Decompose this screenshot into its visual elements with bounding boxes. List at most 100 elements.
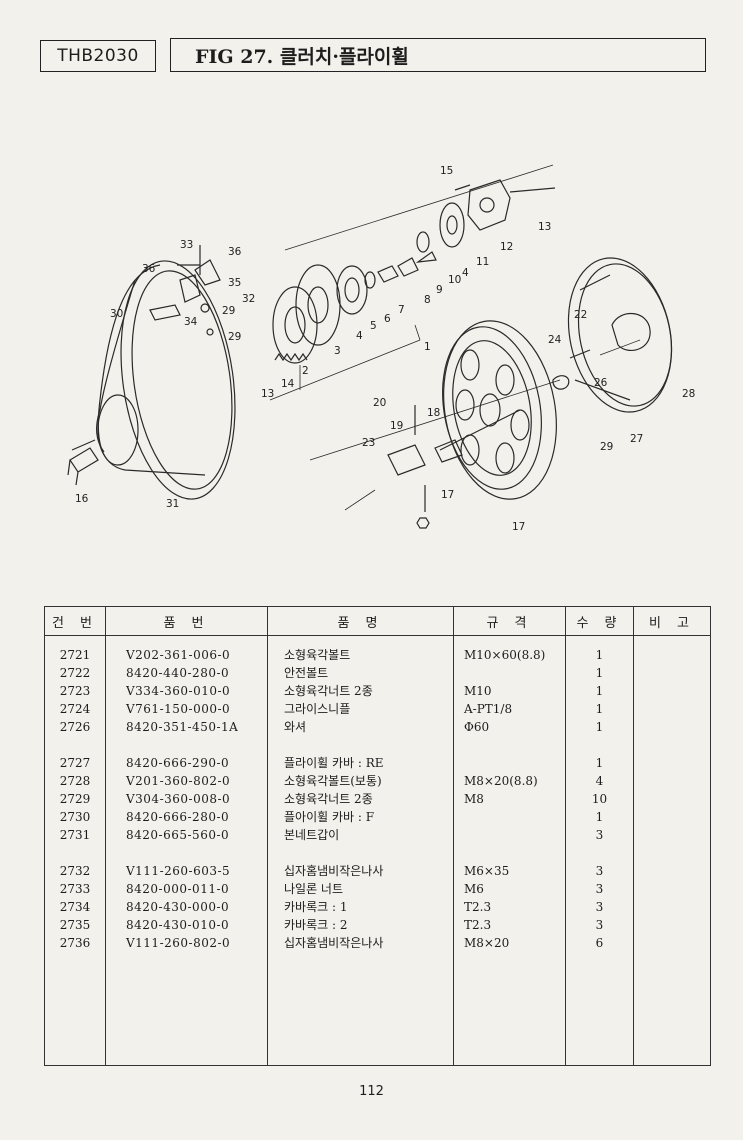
header-part-name: 품 명 [267, 606, 454, 636]
cell-part-no: V111-260-802-0 [126, 936, 231, 950]
cell-qty: 1 [595, 810, 604, 824]
callout-31: 30 [110, 308, 123, 320]
cell-qty: 3 [595, 918, 604, 932]
cell-spec: M10×60(8.8) [464, 648, 546, 662]
lever-bracket-drawing [149, 245, 221, 336]
callout-7: 7 [398, 304, 405, 316]
model-code: THB2030 [57, 46, 139, 66]
header-item-no: 건 번 [44, 606, 106, 636]
callout-13-bottom: 13 [261, 388, 274, 400]
cell-part-name: 십자홈냄비작은나사 [284, 936, 384, 950]
cell-spec: Φ60 [464, 720, 490, 734]
cell-qty: 1 [595, 684, 604, 698]
cell-spec: M10 [464, 684, 492, 698]
cell-item-no: 2735 [59, 918, 91, 932]
cell-item-no: 2726 [59, 720, 91, 734]
group-spacer [284, 844, 453, 862]
callout-34: 34 [184, 316, 198, 328]
cell-part-no: V202-361-006-0 [126, 648, 231, 662]
cell-part-no: V111-260-603-5 [126, 864, 231, 878]
cell-item-no: 2733 [59, 882, 91, 896]
group-spacer [464, 844, 565, 862]
callout-18: 17 [441, 489, 454, 501]
cell-item-no: 2734 [59, 900, 91, 914]
cell-spec: M6×35 [464, 864, 510, 878]
group-spacer [45, 736, 105, 754]
header-part-no: 품 번 [105, 606, 268, 636]
flywheel-cover-drawing [567, 257, 673, 413]
cell-item-no: 2727 [59, 756, 91, 770]
model-code-box: THB2030 [40, 40, 156, 72]
callout-24: 24 [548, 334, 562, 346]
cell-part-name: 나일론 너트 [284, 882, 344, 896]
cell-part-name: 카바록크 : 2 [284, 918, 348, 932]
cell-part-no: V761-150-000-0 [126, 702, 231, 716]
cell-qty: 3 [595, 900, 604, 914]
clutch-disc-drawing [272, 179, 556, 364]
callout-2: 2 [302, 365, 309, 377]
cell-part-no: 8420-430-010-0 [126, 918, 230, 932]
cell-qty: 6 [595, 936, 604, 950]
cell-part-name: 소형육각볼트(보통) [284, 774, 382, 788]
cell-part-name: 십자홈냄비작은나사 [284, 864, 384, 878]
header-spec: 규 격 [453, 606, 566, 636]
header-qty: 수 량 [565, 606, 634, 636]
callout-12: 12 [500, 241, 513, 253]
group-spacer [126, 736, 267, 754]
cell-item-no: 2721 [59, 648, 91, 662]
cell-part-name: 소형육각너트 2종 [284, 792, 373, 806]
exploded-parts-diagram: 15 13 12 11 4 10 9 8 7 6 5 4 3 1 2 14 13… [67, 164, 695, 533]
cell-item-no: 2731 [59, 828, 91, 842]
cell-spec [464, 808, 565, 826]
cell-part-no: 8420-440-280-0 [126, 666, 230, 680]
joint-drawing [387, 349, 591, 529]
cell-spec [464, 664, 565, 682]
group-spacer [45, 844, 105, 862]
cell-part-name: 안전볼트 [284, 666, 329, 680]
table-header-row: 건 번 품 번 품 명 규 격 수 량 비 고 [44, 606, 711, 636]
cell-part-name: 와셔 [284, 720, 307, 734]
callout-20: 19 [390, 420, 403, 432]
cell-part-name: 소형육각볼트 [284, 648, 351, 662]
cell-part-name: 카바록크 : 1 [284, 900, 348, 914]
callout-28: 28 [682, 388, 695, 400]
cell-item-no: 2730 [59, 810, 91, 824]
cell-part-no: V334-360-010-0 [126, 684, 231, 698]
cell-qty: 4 [595, 774, 604, 788]
callout-23: 23 [362, 437, 375, 449]
callout-21: 20 [373, 397, 386, 409]
cell-spec: A-PT1/8 [464, 702, 513, 716]
figure-title: FIG 27. 클러치·플라이휠 [195, 45, 409, 68]
cell-item-no: 2728 [59, 774, 91, 788]
cell-spec: T2.3 [464, 900, 492, 914]
cell-part-name: 플아이휠 카바 : F [284, 810, 375, 824]
callout-15: 15 [440, 165, 453, 177]
callout-29b: 29 [228, 331, 241, 343]
callout-27: 27 [630, 433, 643, 445]
callout-36a: 36 [228, 246, 242, 258]
callout-29c: 29 [600, 441, 613, 453]
callout-4a: 4 [462, 267, 469, 279]
callout-32: 32 [242, 293, 255, 305]
group-spacer [566, 736, 633, 754]
cell-part-no: 8420-665-560-0 [126, 828, 230, 842]
callout-10: 10 [448, 274, 461, 286]
leader-lines [269, 164, 641, 511]
callout-11: 11 [476, 256, 489, 268]
callout-30: 31 [166, 498, 179, 510]
cell-item-no: 2732 [59, 864, 91, 878]
callout-35: 35 [228, 277, 241, 289]
diagram-callouts: 15 13 12 11 4 10 9 8 7 6 5 4 3 1 2 14 13… [75, 165, 695, 533]
cell-spec: M6 [464, 882, 484, 896]
cell-qty: 1 [595, 756, 604, 770]
cell-qty: 3 [595, 882, 604, 896]
callout-9: 9 [436, 284, 443, 296]
callout-22: 22 [574, 309, 587, 321]
cell-qty: 3 [595, 828, 604, 842]
callout-36b: 36 [142, 263, 156, 275]
cell-part-no: 8420-000-011-0 [126, 882, 230, 896]
